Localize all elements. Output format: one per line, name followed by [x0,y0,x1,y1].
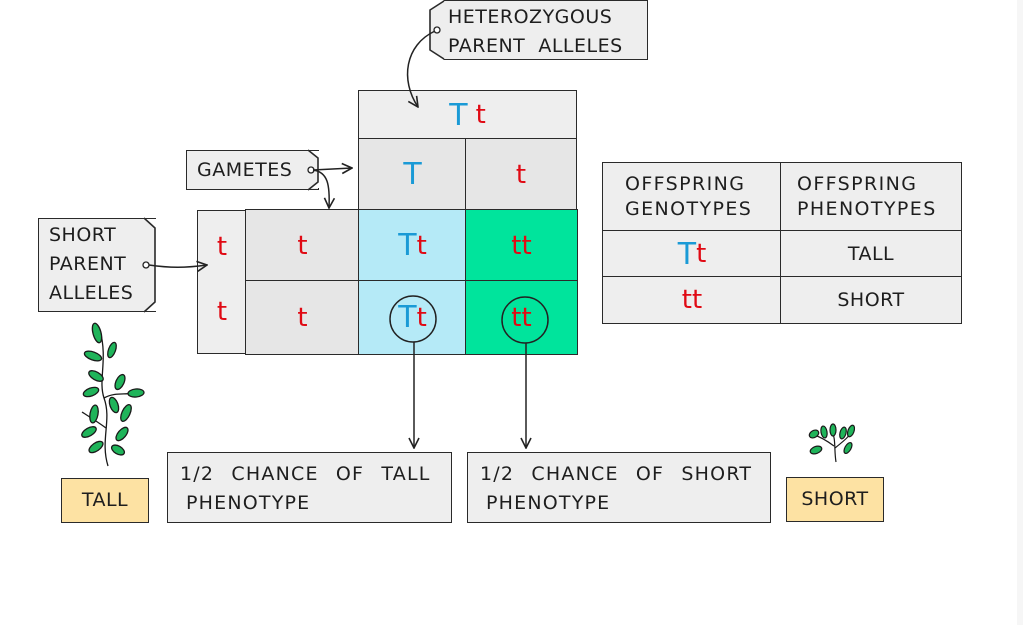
cell-allele: t [416,230,427,261]
genotype-allele: t [696,239,707,269]
top-gamete-1-allele: T [403,157,422,192]
short-plant-icon [808,423,856,463]
genotype-allele: t [692,285,703,315]
cell-allele: t [521,302,532,333]
short-parent-line1: SHORT [49,224,117,246]
header-genotypes-line2: GENOTYPES [625,198,753,220]
short-parent-line3: ALLELES [49,282,134,304]
left-parent-alleles: t t [197,210,247,354]
offspring-table: OFFSPRING GENOTYPES OFFSPRING PHENOTYPES… [602,162,962,324]
header-phenotypes-line2: PHENOTYPES [797,198,937,220]
short-plant-label: SHORT [786,477,884,522]
left-gamete-2: t [245,280,360,355]
short-parent-tag: SHORT PARENT ALLELES [38,218,156,312]
header-genotypes-line1: OFFSPRING [625,173,746,195]
cell-allele: T [398,300,417,335]
page-edge-strip [1017,0,1023,625]
tall-outcome-box: 1/2 CHANCE OF TALL PHENOTYPE [167,452,452,523]
heterozygous-line2: PARENT ALLELES [448,35,623,57]
short-outcome-line1: 1/2 CHANCE OF SHORT [480,463,753,485]
heterozygous-line1: HETEROZYGOUS [448,6,613,28]
header-phenotypes: OFFSPRING PHENOTYPES [780,162,962,232]
cell-allele: t [521,230,532,261]
cell-allele: t [416,302,427,333]
table-row-1-phenotype: TALL [780,230,962,278]
top-gamete-1: T [358,138,467,211]
gametes-label: GAMETES [197,158,293,181]
tall-outcome-line2: PHENOTYPE [186,492,311,514]
phenotype-text: SHORT [837,289,905,311]
gametes-tag: GAMETES [186,150,319,190]
top-gamete-2: t [465,138,577,211]
tall-label-text: TALL [81,489,129,511]
short-outcome-line2: PHENOTYPE [486,492,611,514]
top-parent-allele-2: t [475,100,486,130]
top-gamete-2-allele: t [515,159,527,190]
table-row-2-phenotype: SHORT [780,276,962,324]
header-phenotypes-line1: OFFSPRING [797,173,918,195]
phenotype-text: TALL [847,243,895,265]
genotype-allele: T [677,236,697,272]
top-parent-alleles: T t [358,90,577,140]
top-parent-allele-1: T [449,97,468,133]
cell-allele: t [511,302,522,333]
cell-allele: t [511,230,522,261]
tall-outcome-line1: 1/2 CHANCE OF TALL [180,463,431,485]
short-outcome-box: 1/2 CHANCE OF SHORT PHENOTYPE [467,452,771,523]
tall-plant-label: TALL [61,478,149,523]
left-parent-allele-1: t [216,231,228,262]
cell-allele: T [398,228,417,263]
tall-plant-icon [81,322,145,467]
heterozygous-parent-tag: HETEROZYGOUS PARENT ALLELES [430,0,648,60]
genotype-allele: t [681,285,692,315]
short-label-text: SHORT [801,488,869,510]
left-gamete-1: t [245,209,360,282]
left-parent-allele-2: t [216,296,228,327]
left-gamete-1-allele: t [297,230,308,261]
left-gamete-2-allele: t [297,302,308,333]
header-genotypes: OFFSPRING GENOTYPES [602,162,782,232]
short-parent-line2: PARENT [49,253,127,275]
